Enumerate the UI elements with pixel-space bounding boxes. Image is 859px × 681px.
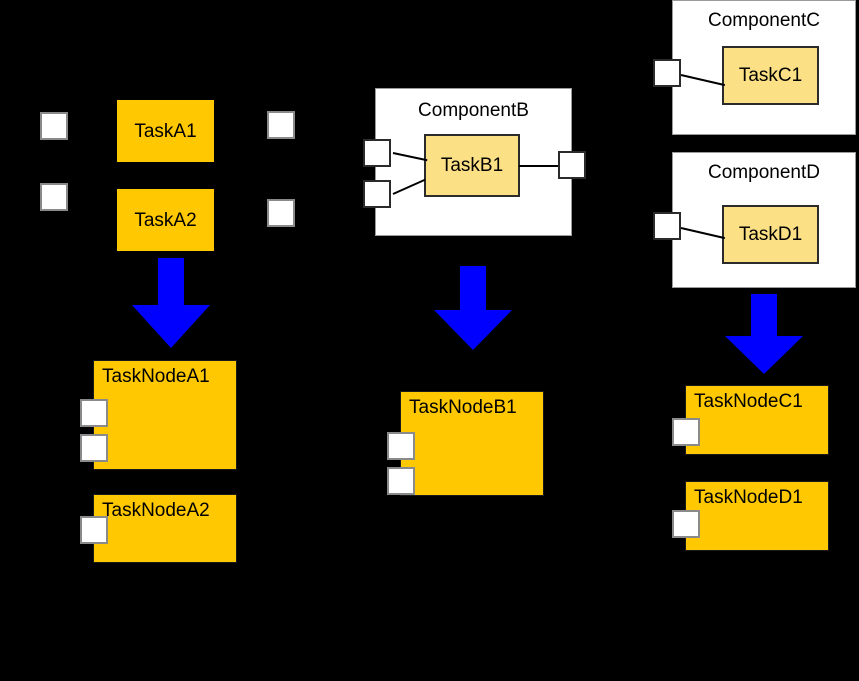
task-node-a1-label: TaskNodeA1 bbox=[102, 366, 210, 387]
port-node-b1-in-b[interactable] bbox=[387, 467, 415, 495]
port-node-a2-in-a[interactable] bbox=[80, 516, 108, 544]
port-a2-right[interactable] bbox=[267, 199, 295, 227]
task-d1[interactable]: TaskD1 bbox=[722, 205, 819, 264]
port-node-d1-in-a[interactable] bbox=[672, 510, 700, 538]
task-c1-label: TaskC1 bbox=[738, 65, 803, 86]
task-node-b1[interactable]: TaskNodeB1 bbox=[400, 391, 544, 496]
task-node-b1-label: TaskNodeB1 bbox=[409, 397, 517, 418]
component-b-title: ComponentB bbox=[418, 100, 529, 121]
task-a1-label: TaskA1 bbox=[134, 120, 197, 142]
task-a2-label: TaskA2 bbox=[134, 209, 197, 231]
component-c-title: ComponentC bbox=[708, 10, 820, 31]
port-node-b1-in-a[interactable] bbox=[387, 432, 415, 460]
port-b1-in-a[interactable] bbox=[363, 139, 391, 167]
port-a2-left[interactable] bbox=[40, 183, 68, 211]
task-node-a2[interactable]: TaskNodeA2 bbox=[93, 494, 237, 563]
transform-arrow-a bbox=[132, 258, 210, 348]
port-node-a1-in-a[interactable] bbox=[80, 399, 108, 427]
task-node-c1[interactable]: TaskNodeC1 bbox=[685, 385, 829, 455]
port-b1-out[interactable] bbox=[558, 151, 586, 179]
port-b1-in-b[interactable] bbox=[363, 180, 391, 208]
task-node-a2-label: TaskNodeA2 bbox=[102, 500, 210, 521]
task-b1-label: TaskB1 bbox=[440, 155, 504, 176]
task-a2[interactable]: TaskA2 bbox=[117, 189, 214, 251]
component-b[interactable]: ComponentB bbox=[375, 88, 572, 236]
port-node-c1-in-a[interactable] bbox=[672, 418, 700, 446]
port-a1-right[interactable] bbox=[267, 111, 295, 139]
transform-arrow-c bbox=[725, 294, 803, 374]
task-a1[interactable]: TaskA1 bbox=[117, 100, 214, 162]
port-c1-in[interactable] bbox=[653, 59, 681, 87]
task-c1[interactable]: TaskC1 bbox=[722, 46, 819, 105]
wire-b-out-1 bbox=[519, 165, 560, 167]
task-node-d1[interactable]: TaskNodeD1 bbox=[685, 481, 829, 551]
task-node-d1-label: TaskNodeD1 bbox=[694, 487, 803, 508]
port-a1-left[interactable] bbox=[40, 112, 68, 140]
port-d1-in[interactable] bbox=[653, 212, 681, 240]
task-node-a1[interactable]: TaskNodeA1 bbox=[93, 360, 237, 470]
transform-arrow-b bbox=[434, 266, 512, 350]
component-d-title: ComponentD bbox=[708, 162, 820, 183]
task-d1-label: TaskD1 bbox=[738, 224, 803, 245]
task-node-c1-label: TaskNodeC1 bbox=[694, 391, 803, 412]
task-b1[interactable]: TaskB1 bbox=[424, 134, 520, 197]
port-node-a1-in-b[interactable] bbox=[80, 434, 108, 462]
